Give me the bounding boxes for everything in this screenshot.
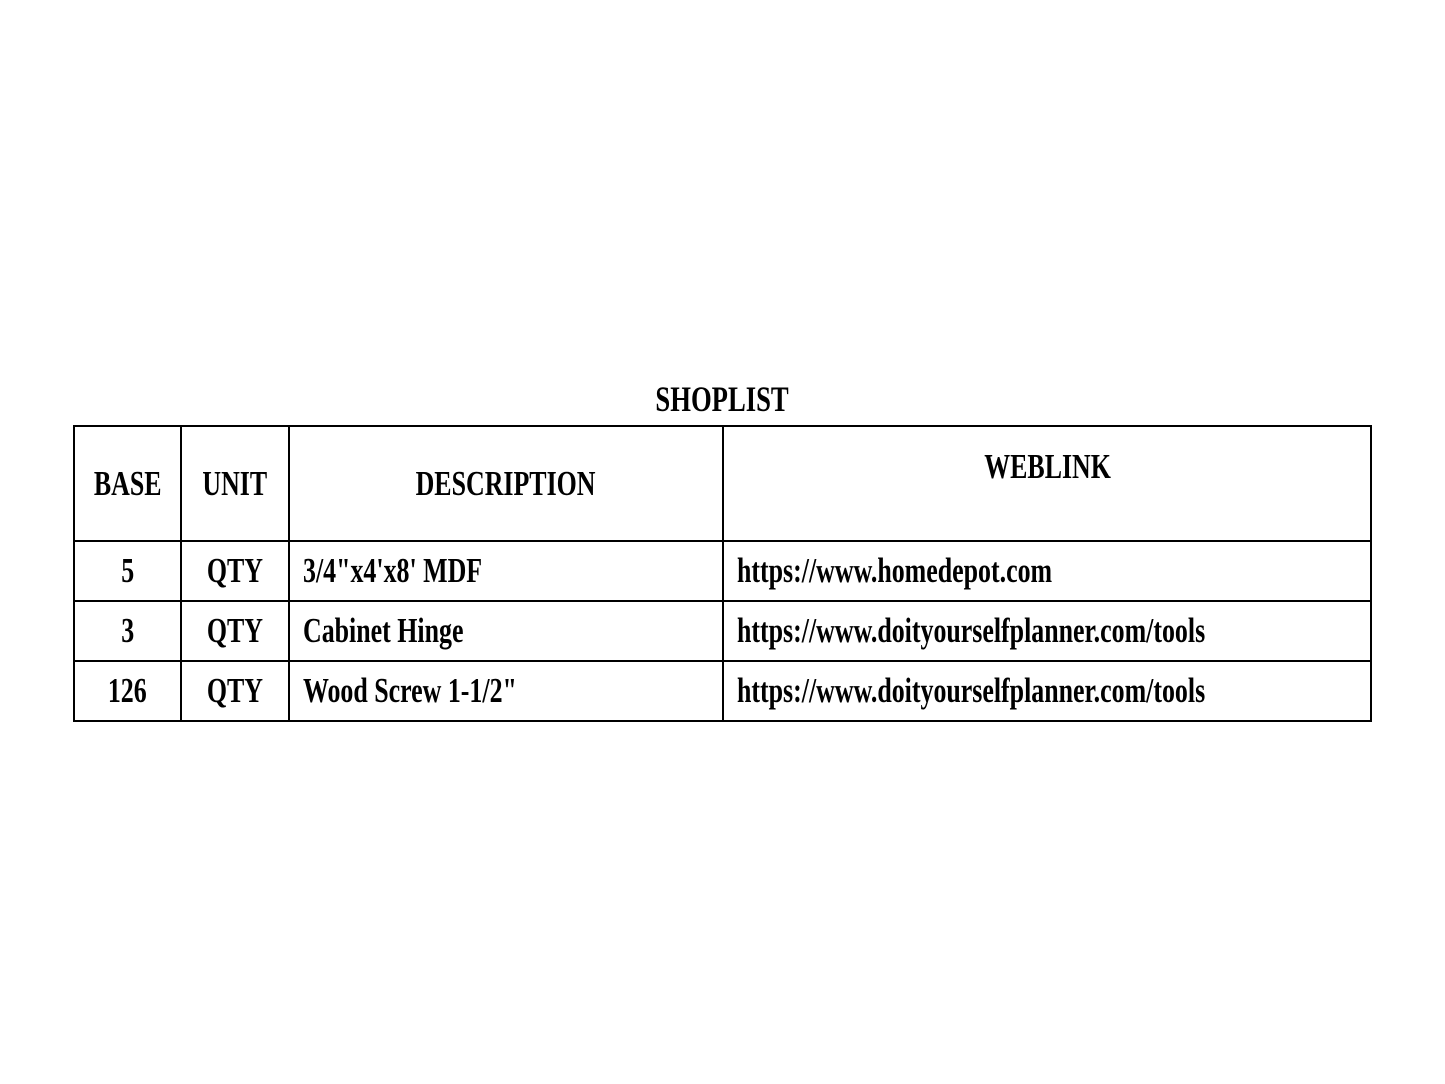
weblink-cell[interactable]: https://www.doityourselfplanner.com/tool… xyxy=(722,660,1372,722)
header-description: DESCRIPTION xyxy=(287,425,725,542)
weblink-cell[interactable]: https://www.doityourselfplanner.com/tool… xyxy=(722,600,1372,662)
cell-text: 5 xyxy=(120,551,134,590)
cell-text: https://www.homedepot.com xyxy=(737,551,1053,590)
weblink-cell[interactable]: https://www.homedepot.com xyxy=(722,540,1372,602)
base-cell: 126 xyxy=(73,660,182,722)
header-weblink: WEBLINK xyxy=(722,425,1372,542)
cell-text: DESCRIPTION xyxy=(416,463,596,503)
unit-cell: QTY xyxy=(179,600,290,662)
cell-text: Cabinet Hinge xyxy=(302,611,464,650)
cell-text: 3 xyxy=(120,611,134,650)
table-header-row: BASE UNIT DESCRIPTION WEBLINK xyxy=(73,425,1372,542)
page-title: SHOPLIST xyxy=(0,378,1445,420)
table-row: 126 QTY Wood Screw 1-1/2" https://www.do… xyxy=(73,660,1372,722)
title-text: SHOPLIST xyxy=(655,379,790,419)
cell-text: 3/4"x4'x8' MDF xyxy=(302,551,482,590)
base-cell: 3 xyxy=(73,600,182,662)
header-unit: UNIT xyxy=(179,425,290,542)
cell-text: WEBLINK xyxy=(983,447,1111,486)
description-cell: Cabinet Hinge xyxy=(287,600,725,662)
shoplist-table: BASE UNIT DESCRIPTION WEBLINK 5 QTY 3/4"… xyxy=(73,425,1372,722)
base-cell: 5 xyxy=(73,540,182,602)
description-cell: 3/4"x4'x8' MDF xyxy=(287,540,725,602)
cell-text: Wood Screw 1-1/2" xyxy=(302,671,517,710)
header-base: BASE xyxy=(73,425,182,542)
cell-text: 126 xyxy=(107,671,147,710)
cell-text: BASE xyxy=(93,463,162,503)
cell-text: https://www.doityourselfplanner.com/tool… xyxy=(737,611,1206,650)
cell-text: QTY xyxy=(206,611,263,650)
cell-text: UNIT xyxy=(202,463,268,503)
cell-text: https://www.doityourselfplanner.com/tool… xyxy=(737,671,1206,710)
unit-cell: QTY xyxy=(179,540,290,602)
table-row: 5 QTY 3/4"x4'x8' MDF https://www.homedep… xyxy=(73,540,1372,602)
cell-text: QTY xyxy=(206,551,263,590)
cell-text: QTY xyxy=(206,671,263,710)
unit-cell: QTY xyxy=(179,660,290,722)
table-row: 3 QTY Cabinet Hinge https://www.doityour… xyxy=(73,600,1372,662)
description-cell: Wood Screw 1-1/2" xyxy=(287,660,725,722)
